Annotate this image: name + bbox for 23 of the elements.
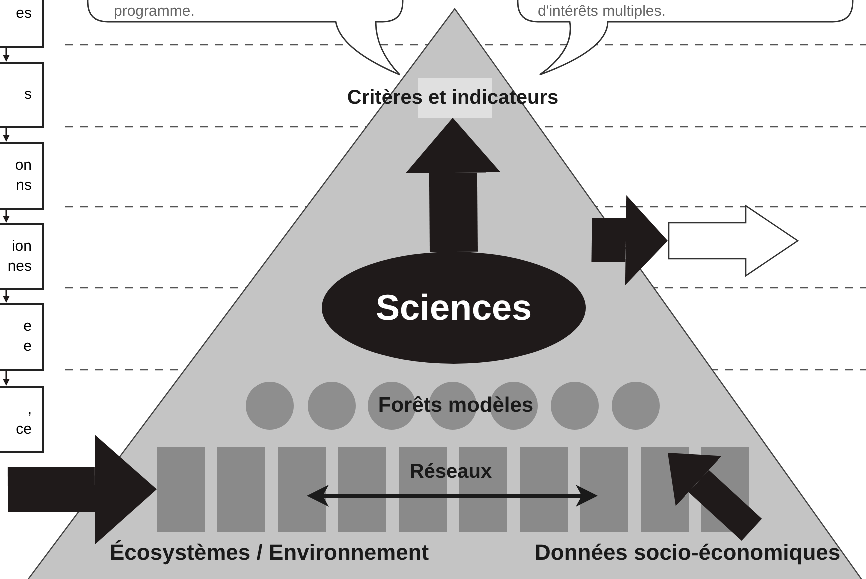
base-label: Écosystèmes / Environnement bbox=[110, 540, 430, 566]
arrow bbox=[2, 210, 10, 223]
process-box: es bbox=[0, 0, 44, 48]
block-arrow bbox=[592, 195, 668, 286]
block-arrow bbox=[668, 452, 762, 542]
process-box: s bbox=[0, 62, 44, 128]
base-label: Données socio-économiques bbox=[535, 540, 841, 566]
network-label: Réseaux bbox=[408, 461, 494, 484]
speech-bubble bbox=[518, 0, 853, 75]
outline-arrow bbox=[668, 205, 800, 277]
block-arrow bbox=[8, 434, 157, 545]
arrow bbox=[2, 290, 10, 303]
arrow bbox=[2, 48, 10, 62]
bubble-text: programme. bbox=[114, 3, 195, 20]
process-box: , ce bbox=[0, 386, 44, 453]
speech-bubble bbox=[88, 0, 403, 75]
process-box: on ns bbox=[0, 142, 44, 210]
process-box: ion nes bbox=[0, 223, 44, 290]
block-arrow bbox=[406, 118, 501, 252]
arrow bbox=[2, 371, 10, 386]
bubble-text: d'intérêts multiples. bbox=[538, 3, 666, 20]
arrow bbox=[2, 128, 10, 142]
process-box: e e bbox=[0, 303, 44, 371]
